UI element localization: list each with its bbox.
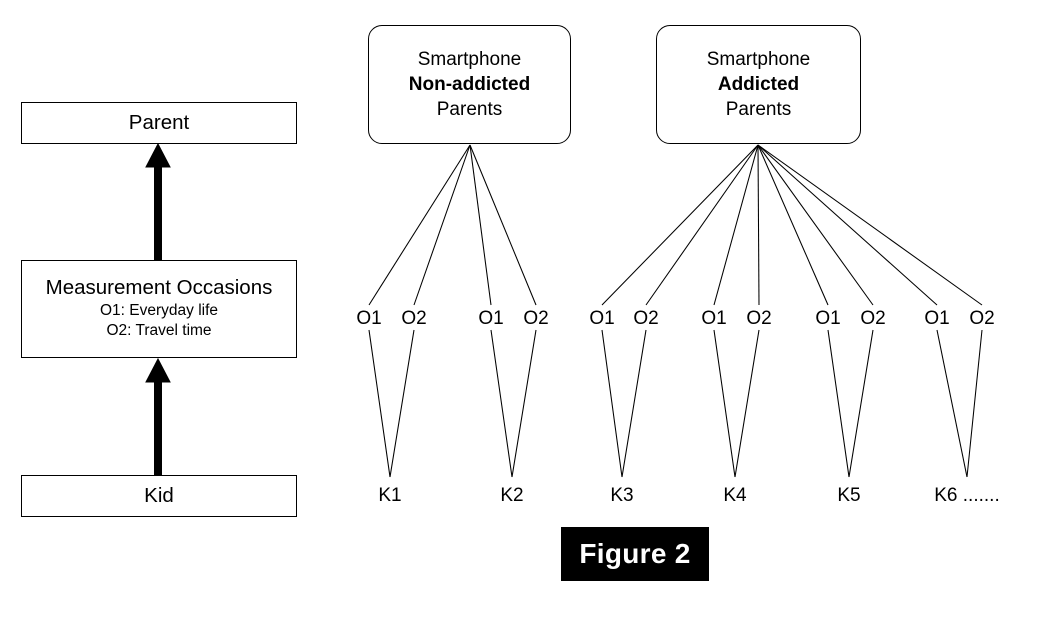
edge-addicted-to-k6-o1 (757, 144, 938, 306)
edge-non-addicted-to-k2-o1 (469, 144, 492, 306)
kid-label-k6: K6 ....... (934, 485, 1000, 506)
edge-o1-to-k6 (936, 329, 968, 478)
group-box-non-addicted-parents: Smartphone Non-addicted Parents (368, 25, 571, 144)
kid-label-k3: K3 (610, 485, 634, 506)
measurement-occasion-o2-note: O2: Travel time (106, 322, 212, 340)
edge-non-addicted-to-k2-o2 (469, 144, 537, 306)
group-box-addicted-parents: Smartphone Addicted Parents (656, 25, 861, 144)
edge-o2-to-k4 (734, 329, 760, 478)
occasion-label-o2-k1: O2 (401, 308, 427, 329)
occasion-label-o1-k1: O1 (356, 308, 382, 329)
kid-label-k2: K2 (500, 485, 524, 506)
measurement-occasion-o1-note: O1: Everyday life (99, 301, 219, 319)
level-box-kid-label: Kid (144, 483, 174, 507)
group-non-addicted-line3: Parents (436, 99, 503, 121)
edge-o1-to-k1 (368, 329, 391, 478)
edge-o2-to-k1 (389, 329, 415, 478)
level-box-kid: Kid (21, 475, 297, 517)
level-box-measurement-occasions-label: Measurement Occasions (45, 276, 273, 300)
occasion-label-o2-k3: O2 (633, 308, 659, 329)
figure-caption-text: Figure 2 (579, 538, 691, 569)
edge-addicted-to-k4-o1 (713, 144, 759, 306)
occasion-label-o1-k3: O1 (589, 308, 615, 329)
kid-label-k4: K4 (723, 485, 747, 506)
level-box-measurement-occasions: Measurement Occasions O1: Everyday life … (21, 260, 297, 358)
edge-addicted-to-k5-o1 (757, 144, 829, 306)
edge-o1-to-k4 (713, 329, 736, 478)
edge-addicted-to-k3-o2 (645, 144, 759, 306)
figure-caption-chip: Figure 2 (561, 527, 709, 581)
edge-addicted-to-k4-o2 (757, 144, 760, 306)
occasion-label-o2-k5: O2 (860, 308, 886, 329)
edge-addicted-to-k5-o2 (757, 144, 874, 306)
kid-label-k1: K1 (378, 485, 402, 506)
edge-addicted-to-k3-o1 (601, 144, 759, 306)
legend-arrow-occasions-to-parent (145, 142, 171, 260)
occasion-label-o1-k5: O1 (815, 308, 841, 329)
occasion-label-o1-k2: O1 (478, 308, 504, 329)
group-non-addicted-line1: Smartphone (417, 48, 522, 70)
edge-o2-to-k5 (848, 329, 874, 478)
tree-connectors (368, 144, 983, 478)
edge-non-addicted-to-k1-o1 (368, 144, 471, 306)
occasion-label-o1-k6: O1 (924, 308, 950, 329)
occasion-label-o2-k4: O2 (746, 308, 772, 329)
edge-o1-to-k3 (601, 329, 623, 478)
legend-arrow-kid-to-occasions (145, 357, 171, 475)
edge-addicted-to-k6-o2 (757, 144, 983, 306)
group-non-addicted-line2: Non-addicted (408, 73, 531, 95)
occasion-label-o2-k2: O2 (523, 308, 549, 329)
edge-o2-to-k3 (621, 329, 647, 478)
edge-o1-to-k5 (827, 329, 850, 478)
edge-o2-to-k6 (966, 329, 983, 478)
edge-o2-to-k2 (511, 329, 537, 478)
occasion-label-o1-k4: O1 (701, 308, 727, 329)
level-box-parent-label: Parent (128, 110, 190, 134)
edge-non-addicted-to-k1-o2 (413, 144, 471, 306)
group-addicted-line2: Addicted (717, 73, 800, 95)
group-addicted-line1: Smartphone (706, 48, 811, 70)
kid-label-k5: K5 (837, 485, 861, 506)
occasion-label-o2-k6: O2 (969, 308, 995, 329)
level-box-parent: Parent (21, 102, 297, 144)
group-addicted-line3: Parents (725, 99, 792, 121)
edge-o1-to-k2 (490, 329, 513, 478)
